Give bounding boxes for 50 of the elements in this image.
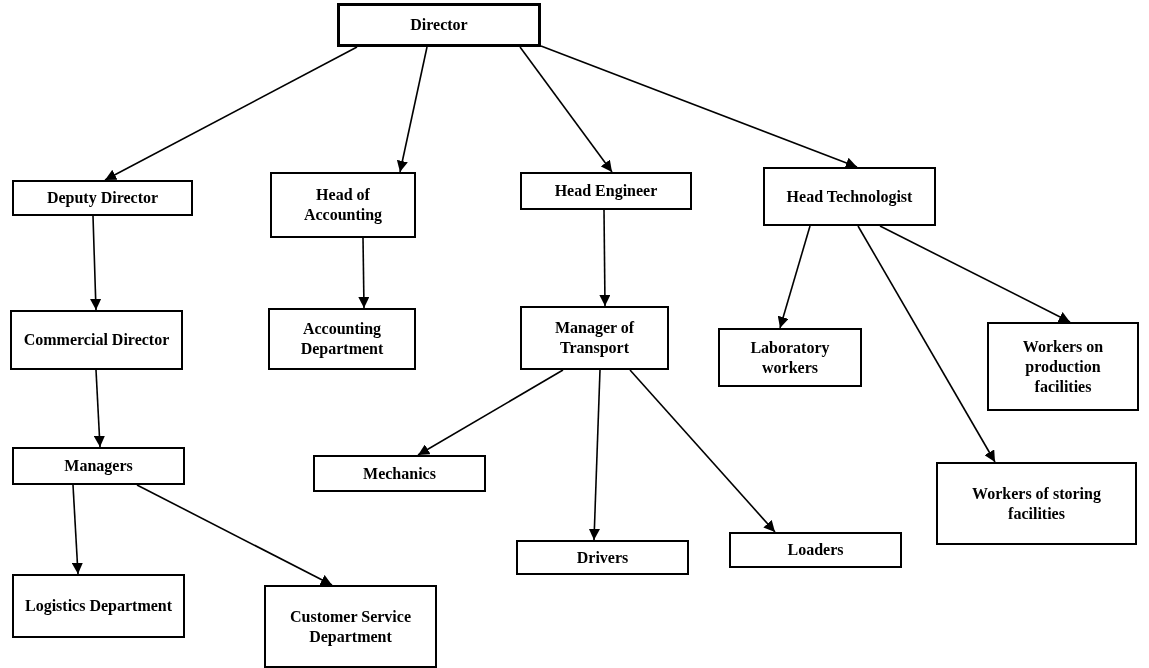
arrow [777,225,811,329]
role-title: Manager of Transport [553,318,636,358]
role-title: Head of Accounting [302,185,384,225]
org-box [313,455,486,492]
org-box [12,447,185,485]
arrow [588,369,601,541]
org-box [520,172,692,210]
arrow [857,225,996,463]
role-title: Customer Service Department [289,606,412,647]
arrow [90,215,102,311]
role-title: Laboratory workers [749,337,831,378]
role-title: Logistics Department [24,596,173,616]
org-box [763,167,936,226]
arrow [358,237,370,309]
role-title: Loaders [787,540,844,560]
role-title: Commercial Director [23,330,170,350]
arrow [417,369,564,456]
org-box [12,180,193,216]
org-box [268,308,416,370]
arrow [599,209,611,307]
role-title: Head Technologist [786,186,913,207]
role-title: Mechanics [363,463,436,484]
arrow [540,45,858,169]
role-title: Managers [64,456,133,476]
arrow [396,46,428,173]
arrow [136,484,333,586]
org-box [936,462,1137,545]
role-title: Workers on production facilities [1021,336,1105,397]
role-title: Head Engineer [554,181,658,201]
org-box [264,585,437,668]
arrow [629,369,776,533]
org-box [520,306,669,370]
arrow [104,46,358,181]
role-title: Drivers [576,547,629,568]
arrow [519,46,613,173]
arrow [879,225,1071,323]
org-box [270,172,416,238]
role-title: Deputy Director [46,188,159,208]
org-box [337,3,541,47]
org-box [516,540,689,575]
org-box [10,310,183,370]
org-box [12,574,185,638]
role-title: Director [410,15,468,35]
org-box [729,532,902,568]
org-box [987,322,1139,411]
org-box [718,328,862,387]
arrow [93,369,105,448]
role-title: Accounting Department [299,319,385,359]
arrow [71,484,83,575]
role-title: Workers of storing facilities [971,483,1102,524]
